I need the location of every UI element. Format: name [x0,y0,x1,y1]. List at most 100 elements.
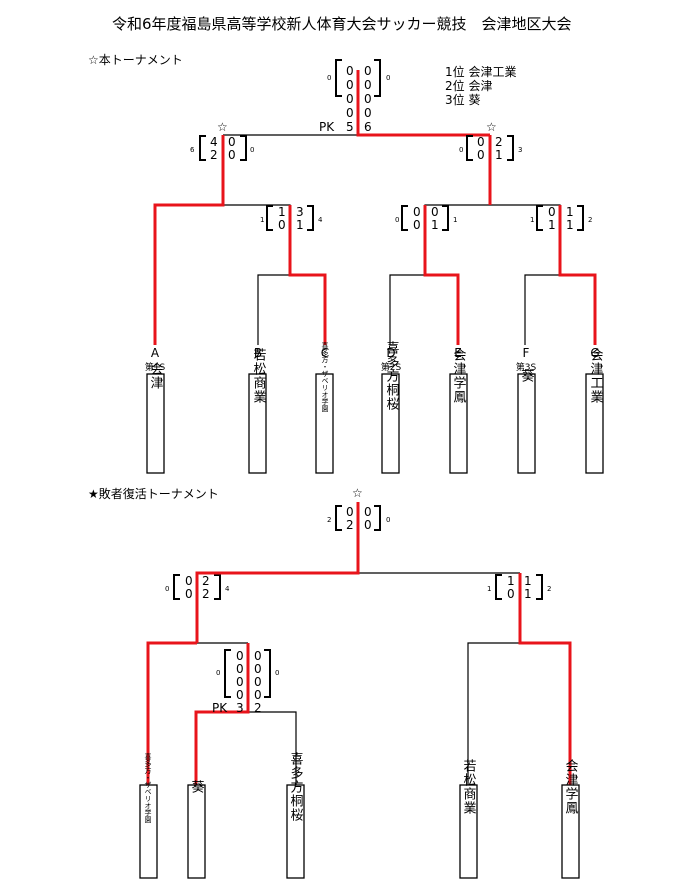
rep-team-box-1 [139,784,158,879]
main-winner-lines [153,70,597,345]
main-team-names: 会津 若松商業 喜多方・ザベリオ学園 喜多方桐桜 会津学鳳 葵 会津工業 [148,341,604,413]
svg-text:2: 2 [547,585,551,593]
svg-text:2: 2 [202,587,210,601]
star-sf-right: ☆ [486,120,497,134]
svg-text:0: 0 [386,516,390,524]
score-main-sf-right: 0 3 0 0 2 1 [459,135,522,162]
svg-text:2: 2 [588,216,592,224]
seed-d: 第2S [381,361,402,373]
rep-team-box-2 [187,784,206,879]
result-3rd: 3位 葵 [445,92,480,107]
svg-text:0: 0 [548,205,556,219]
score-rep-final: 2 0 0 2 0 0 [327,505,390,532]
page-title: 令和6年度福島県高等学校新人体育大会サッカー競技 会津地区大会 [112,15,572,33]
team-letter-d: D [386,346,395,360]
svg-text:0: 0 [275,669,279,677]
svg-text:1: 1 [524,587,532,601]
line-a-winner [153,135,225,345]
svg-text:0: 0 [236,675,244,689]
total-left: 0 [327,74,331,82]
team-name-g: 会津工業 [588,348,604,404]
pk-left: 5 [346,120,354,134]
main-team-boxes [146,373,604,474]
team-name-e: 会津学鳳 [451,348,467,404]
svg-text:0: 0 [364,505,372,519]
svg-text:3: 3 [296,205,304,219]
team-box-a [146,373,165,474]
svg-text:1: 1 [487,585,491,593]
score-rep-r1: 0 0 0 0 0 0 0 0 0 0 PK 3 2 [212,649,279,715]
team-box-b [248,373,267,474]
svg-text:1: 1 [566,205,574,219]
rep-team-name-3: 喜多方桐桜 [288,752,304,822]
score-qf-de: 0 1 0 0 0 1 [395,205,457,232]
result-1st: 1位 会津工業 [445,64,516,79]
team-letters: A B C D E F G 第1S 第2S 第3S [145,346,600,373]
team-letter-g: G [590,346,599,360]
svg-text:0: 0 [346,106,354,120]
svg-text:0: 0 [278,218,286,232]
svg-text:0: 0 [507,587,515,601]
team-name-f: 葵 [519,369,535,383]
svg-text:2: 2 [210,148,218,162]
svg-text:1: 1 [566,218,574,232]
svg-text:0: 0 [477,135,485,149]
team-name-d: 喜多方桐桜 [384,341,400,411]
line-rep-xavier-winner [146,641,197,785]
line-rep-r1-right [248,711,297,785]
repechage-tournament-heading: ★敗者復活トーナメント [88,486,219,501]
svg-text:0: 0 [254,675,262,689]
team-letter-c: C [321,346,329,360]
main-bracket-lines [223,134,561,345]
score-main-sf-left: 6 0 4 2 0 0 [190,135,254,162]
line-c-winner [288,205,327,345]
svg-text:0: 0 [254,688,262,702]
svg-text:0: 0 [364,64,372,78]
team-name-c: 喜多方・ザベリオ学園 [321,341,329,413]
svg-text:0: 0 [364,92,372,106]
svg-text:0: 0 [236,662,244,676]
svg-text:0: 0 [228,148,236,162]
team-letter-a: A [151,346,160,360]
rep-pk-left: 3 [236,701,244,715]
total-right: 0 [386,74,390,82]
svg-text:6: 6 [190,146,195,154]
svg-text:0: 0 [459,146,463,154]
rep-team-box-4 [459,784,478,879]
svg-text:0: 0 [254,662,262,676]
team-box-c [315,373,334,474]
line-rep-final-winner [195,502,360,643]
repechage-winner-lines [146,502,572,785]
repechage-team-boxes [139,784,580,879]
svg-text:0: 0 [228,135,236,149]
rep-team-box-3 [286,784,305,879]
score-brackets [173,59,584,698]
svg-text:0: 0 [477,148,485,162]
rep-team-name-5: 会津学鳳 [563,759,579,815]
rep-team-name-2: 葵 [189,780,205,794]
svg-text:1: 1 [507,574,515,588]
rep-pk-label: PK [212,701,228,715]
team-box-f [517,373,536,474]
score-qf-fg: 1 2 0 1 1 1 [530,205,592,232]
team-box-e [449,373,468,474]
svg-text:1: 1 [524,574,532,588]
svg-text:0: 0 [346,64,354,78]
rep-team-name-4: 若松商業 [461,758,477,815]
pk-label: PK [319,120,335,134]
svg-text:0: 0 [413,205,421,219]
svg-text:4: 4 [210,135,218,149]
svg-text:0: 0 [346,92,354,106]
score-rep-sf-right: 1 2 1 0 1 1 [487,574,551,601]
repechage-team-names: 喜多方・ザベリオ学園 葵 喜多方桐桜 若松商業 会津学鳳 [144,752,578,824]
score-qf-bc: 1 4 1 0 3 1 [260,205,323,232]
team-name-b: 若松商業 [251,347,267,404]
svg-text:0: 0 [236,688,244,702]
svg-text:1: 1 [278,205,286,219]
line-final-winner [356,70,490,137]
rep-team-box-5 [561,784,580,879]
svg-text:0: 0 [395,216,399,224]
svg-text:0: 0 [254,649,262,663]
line-rep-sf-right-left [467,642,520,785]
